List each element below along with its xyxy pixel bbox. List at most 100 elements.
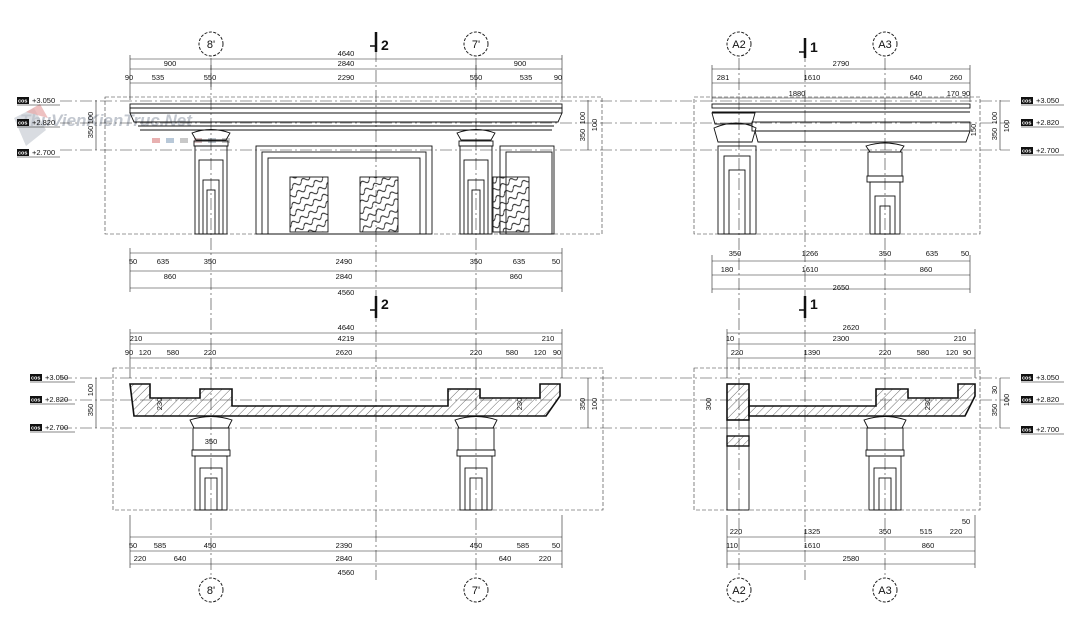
dim: 450	[470, 541, 483, 550]
axis-bubble-8-top: 8'	[198, 31, 224, 57]
dim: 640	[910, 89, 923, 98]
dim: 100	[86, 384, 95, 397]
svg-text:7': 7'	[472, 39, 480, 51]
dim: 100	[86, 112, 95, 125]
dim: 220	[731, 348, 744, 357]
dim: 90	[125, 348, 133, 357]
axis-bubble-a2-bottom: A2	[726, 577, 752, 603]
dim: 281	[717, 73, 730, 82]
dim: 180	[721, 265, 734, 274]
dim: 90	[554, 73, 562, 82]
svg-text:cos: cos	[1022, 149, 1031, 155]
watermark-logo: ThuVienKienTruc.Net	[14, 104, 230, 146]
level-marker-2820-lb: cos +2.820	[30, 395, 75, 405]
dim: 90	[553, 348, 561, 357]
level-marker-2700-rb: cos +2.700	[1021, 425, 1064, 435]
dim: 635	[157, 257, 170, 266]
dim: 2580	[843, 554, 860, 563]
dim: 860	[922, 541, 935, 550]
dim: 2490	[336, 257, 353, 266]
axis-bubble-8-bottom: 8'	[198, 577, 224, 603]
svg-text:A2: A2	[732, 585, 745, 597]
dim: 90	[963, 348, 971, 357]
dim: 100	[590, 119, 599, 132]
level-markers-left-top: cos +3.050 cos +2.820 cos +2.700	[17, 96, 60, 158]
svg-text:cos: cos	[1022, 398, 1031, 404]
svg-text:8': 8'	[207, 39, 215, 51]
svg-text:2: 2	[381, 37, 389, 53]
svg-text:+2.820: +2.820	[45, 395, 68, 404]
svg-text:+3.050: +3.050	[1036, 373, 1059, 382]
dim: 350	[470, 257, 483, 266]
dim: 2790	[833, 59, 850, 68]
elevation-top-right	[711, 103, 971, 235]
axis-bubble-a3-bottom: A3	[872, 577, 898, 603]
dim: 50	[552, 257, 560, 266]
dim: 2300	[833, 334, 850, 343]
dim: 350	[204, 257, 217, 266]
axis-bubble-a2-top: A2	[726, 31, 752, 57]
dim: 350	[879, 527, 892, 536]
svg-text:cos: cos	[18, 99, 27, 105]
dim: 350	[990, 404, 999, 417]
dim: 120	[534, 348, 547, 357]
dim: 535	[520, 73, 533, 82]
dim: 230	[155, 398, 164, 411]
level-marker-2700-r: cos +2.700	[1021, 146, 1064, 156]
dim: 1610	[804, 541, 821, 550]
svg-text:cos: cos	[31, 376, 40, 382]
dim: 350	[879, 249, 892, 258]
svg-text:A3: A3	[878, 39, 891, 51]
axis-lines	[60, 50, 1010, 580]
dim: 50	[129, 541, 137, 550]
dim: 860	[164, 272, 177, 281]
svg-text:2: 2	[381, 296, 389, 312]
dim: 220	[204, 348, 217, 357]
level-marker-2700: cos +2.700	[17, 148, 60, 158]
svg-text:cos: cos	[18, 121, 27, 127]
dim: 2650	[833, 283, 850, 292]
dim: 1610	[804, 73, 821, 82]
dim: 640	[174, 554, 187, 563]
level-marker-3050-lb: cos +3.050	[30, 373, 75, 383]
dim: 4640	[338, 323, 355, 332]
svg-text:+2.820: +2.820	[32, 118, 55, 127]
svg-text:+2.700: +2.700	[32, 148, 55, 157]
dim: 220	[879, 348, 892, 357]
section-marker-1-mid: 1	[799, 296, 818, 318]
section-bottom-right	[726, 383, 976, 511]
dim: 220	[539, 554, 552, 563]
level-marker-2700-lb: cos +2.700	[30, 423, 75, 433]
dim: 640	[499, 554, 512, 563]
column-right-top	[456, 129, 496, 235]
dim: 900	[164, 59, 177, 68]
dim: 635	[926, 249, 939, 258]
dim: 120	[946, 348, 959, 357]
dim: 100	[578, 112, 587, 125]
dim: 585	[517, 541, 530, 550]
dim: 110	[726, 541, 738, 550]
svg-text:8': 8'	[207, 585, 215, 597]
axis-bubble-7-bottom: 7'	[463, 577, 489, 603]
dim: 535	[152, 73, 165, 82]
dim: 170	[947, 89, 960, 98]
dim: 1610	[802, 265, 819, 274]
dim: 350	[578, 129, 587, 142]
svg-text:+2.820: +2.820	[1036, 118, 1059, 127]
dim: 300	[704, 398, 713, 411]
dimension-labels-top-right: 2790 281 1610 640 260 1880 640 170 90 35…	[717, 59, 1011, 292]
svg-text:+2.700: +2.700	[1036, 146, 1059, 155]
dim: 4219	[338, 334, 355, 343]
svg-text:cos: cos	[18, 151, 27, 157]
dim: 550	[204, 73, 217, 82]
dim: 2390	[336, 541, 353, 550]
dim: 210	[130, 334, 143, 343]
dim: 30	[990, 386, 999, 394]
dim: 350	[990, 128, 999, 141]
dim: 1880	[789, 89, 806, 98]
dim: 640	[910, 73, 923, 82]
dim: 860	[510, 272, 523, 281]
dim: 2840	[336, 272, 353, 281]
dim: 2840	[336, 554, 353, 563]
